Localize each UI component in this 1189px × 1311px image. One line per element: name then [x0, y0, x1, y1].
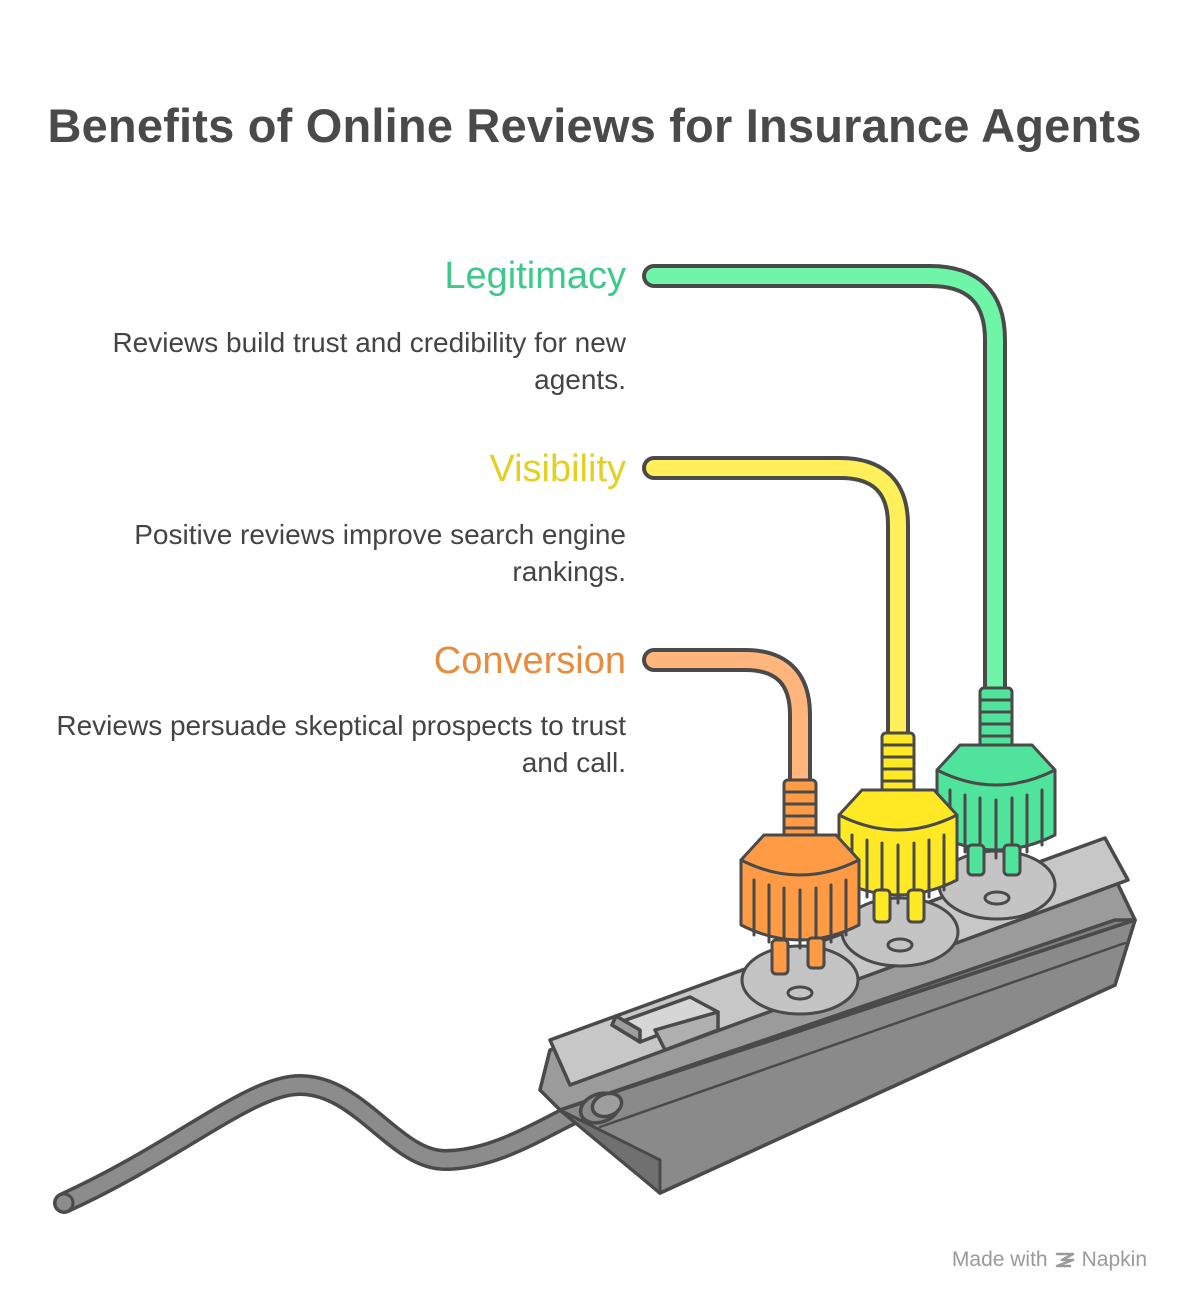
conversion-cable	[642, 648, 812, 807]
socket-2	[840, 896, 960, 968]
visibility-plug	[837, 731, 959, 924]
footer-prefix: Made with	[951, 1248, 1048, 1271]
visibility-cable	[642, 456, 910, 762]
power-cord	[53, 1074, 611, 1214]
conversion-description: Reviews persuade skeptical prospects to …	[56, 710, 626, 778]
footer-brand: Napkin	[1081, 1248, 1147, 1271]
made-with-napkin-footer[interactable]: Made with Napkin	[952, 1248, 1147, 1272]
visibility-heading: Visibility	[489, 448, 626, 490]
conversion-plug	[739, 778, 861, 976]
legitimacy-description: Reviews build trust and credibility for …	[112, 327, 626, 395]
legitimacy-plug	[935, 686, 1057, 877]
page-title: Benefits of Online Reviews for Insurance…	[47, 99, 1142, 152]
visibility-description: Positive reviews improve search engine r…	[134, 519, 626, 587]
conversion-heading: Conversion	[433, 640, 626, 682]
napkin-logo-icon	[1055, 1252, 1074, 1268]
legitimacy-heading: Legitimacy	[444, 255, 626, 297]
socket-1	[740, 944, 860, 1016]
power-switch[interactable]	[610, 995, 720, 1052]
legitimacy-cable	[642, 264, 1007, 717]
